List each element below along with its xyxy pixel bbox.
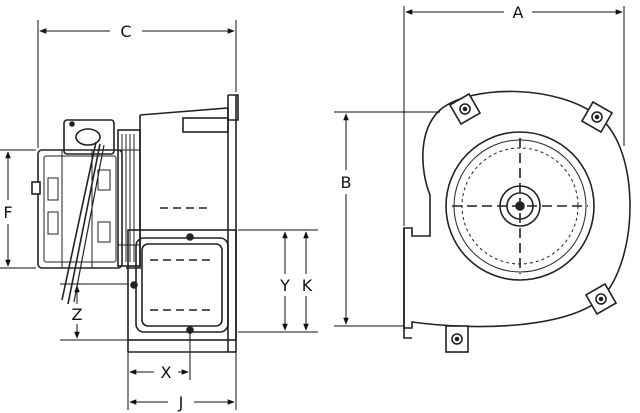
dim-label-k: K xyxy=(302,276,313,295)
dim-label-f: F xyxy=(3,203,12,222)
dim-label-y: Y xyxy=(279,276,290,295)
front-view xyxy=(403,90,631,353)
motor-body xyxy=(31,119,141,305)
mounting-tab-top-left xyxy=(448,92,482,126)
dim-label-j: J xyxy=(178,393,184,412)
mounting-tab-top-right xyxy=(580,100,614,134)
dim-label-c: C xyxy=(120,22,131,41)
side-view xyxy=(31,94,239,353)
wheel-outer-ring xyxy=(445,131,595,281)
scroll-housing xyxy=(403,90,631,329)
dimension-lines xyxy=(0,6,625,410)
dimension-labels: C F Y K Z X J A B xyxy=(3,3,523,412)
dim-label-b: B xyxy=(341,173,352,192)
blower-housing xyxy=(60,94,239,353)
dim-label-a: A xyxy=(513,3,524,22)
dim-label-x: X xyxy=(161,363,172,382)
mounting-tab-bottom xyxy=(445,325,469,353)
mounting-tab-bottom-right xyxy=(584,282,618,316)
dim-label-z: Z xyxy=(72,305,83,324)
